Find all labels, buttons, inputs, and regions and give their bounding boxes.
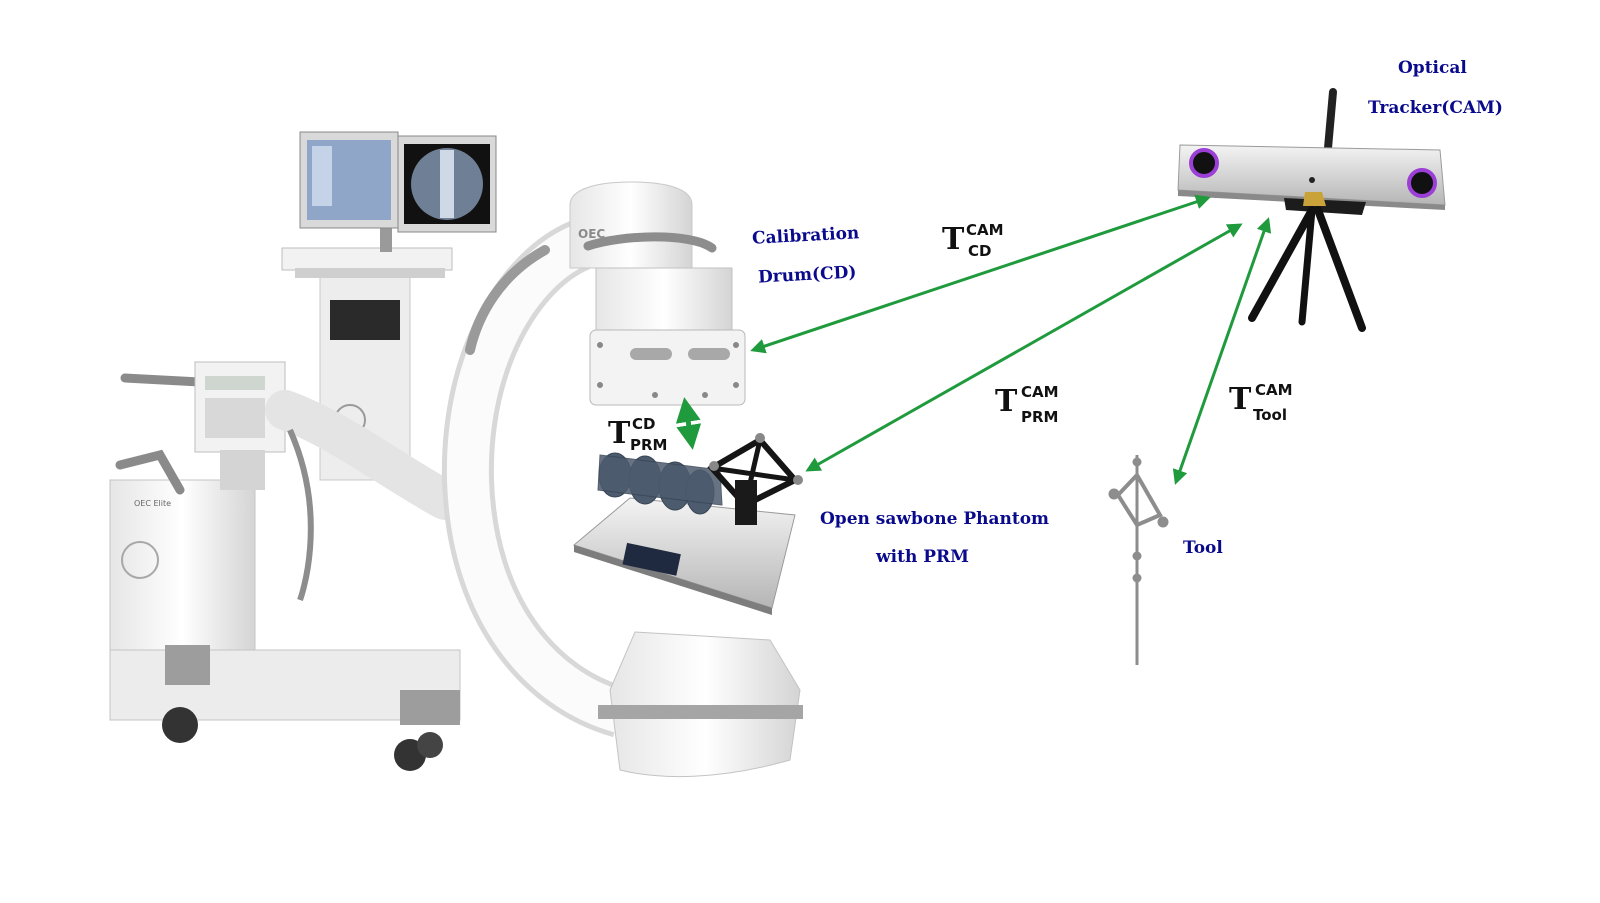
transform-symbol: T	[1229, 382, 1252, 417]
brand-text: OEC	[578, 227, 605, 241]
camera-lens-left	[1189, 148, 1219, 178]
transform-superscript: CAM	[1255, 381, 1293, 399]
transform-arrows	[675, 194, 1272, 485]
transform-superscript: CD	[632, 415, 656, 433]
transform-symbol: T	[608, 416, 631, 451]
monitor-right	[397, 135, 497, 233]
prm-marker-frame	[707, 433, 803, 525]
transform-tool-cam: T CAM Tool	[1229, 381, 1309, 432]
c-arm-machine: OEC Elite OEC	[109, 131, 803, 778]
sawbone-phantom	[572, 433, 803, 615]
tracked-tool	[1108, 455, 1169, 665]
arrow-prm-cam	[805, 223, 1243, 472]
transform-subscript: Tool	[1253, 406, 1287, 424]
camera-lens-right	[1407, 168, 1437, 198]
label-phantom-line1: Open sawbone Phantom	[820, 509, 1050, 529]
arrow-prm-cd	[675, 397, 702, 450]
transform-cd-cam: T CAM CD	[942, 221, 1012, 272]
transform-subscript: PRM	[1021, 408, 1059, 426]
label-optical-tracker-line1: Optical	[1398, 58, 1467, 78]
transform-superscript: CAM	[1021, 383, 1059, 401]
label-optical-tracker-line2: Tracker(CAM)	[1368, 98, 1503, 118]
label-phantom-line2: with PRM	[876, 547, 969, 567]
transform-symbol: T	[995, 384, 1018, 419]
arrow-tool-cam	[1172, 217, 1272, 485]
label-tool: Tool	[1183, 538, 1223, 558]
transform-prm-cam: T CAM PRM	[995, 383, 1075, 434]
optical-tracker	[1177, 88, 1446, 332]
cart-model-text: OEC Elite	[134, 499, 171, 508]
calibration-drum: OEC	[569, 181, 746, 406]
transform-superscript: CAM	[966, 221, 1004, 239]
transform-subscript: PRM	[630, 436, 668, 454]
transform-prm-cd: T CD PRM	[608, 415, 678, 466]
transform-subscript: CD	[968, 242, 992, 260]
transform-symbol: T	[942, 222, 965, 257]
monitor-left	[299, 131, 399, 229]
